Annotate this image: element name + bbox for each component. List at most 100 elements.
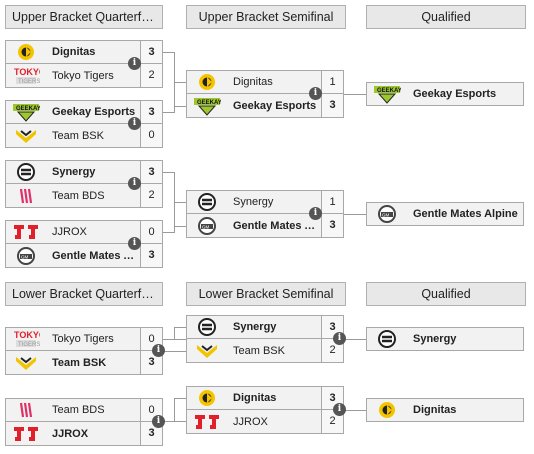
- team-name: Team BSK: [52, 129, 104, 142]
- team-row[interactable]: Team BDS 0: [5, 398, 163, 422]
- team-name: Gentle Mates Alpine: [233, 219, 321, 232]
- team-score: 3: [321, 214, 343, 237]
- team-row[interactable]: Tokyo Tigers 0: [5, 327, 163, 351]
- team-name: JJROX: [233, 415, 268, 428]
- header-lower-semifinal: Lower Bracket Semifinal: [186, 282, 346, 306]
- geekay-logo-icon: [12, 102, 40, 122]
- team-score: 3: [140, 244, 162, 267]
- team-row[interactable]: Synergy 1: [186, 190, 344, 214]
- match-info-icon[interactable]: i: [128, 117, 141, 130]
- team-name: Synergy: [52, 166, 96, 178]
- match-ubq1: Dignitas 3 Tokyo Tigers 2 i: [5, 40, 163, 88]
- team-bds-logo-icon: [12, 186, 40, 206]
- team-name: Geekay Esports: [52, 106, 136, 118]
- header-lower-quarterfinals: Lower Bracket Quarterfinals: [5, 282, 163, 306]
- team-name: Dignitas: [413, 404, 457, 416]
- qualified-slot[interactable]: Geekay Esports: [366, 82, 524, 106]
- team-name: Dignitas: [52, 46, 96, 58]
- match-info-icon[interactable]: i: [309, 87, 322, 100]
- team-name: Geekay Esports: [233, 99, 317, 112]
- gentle-mates-logo-icon: [373, 204, 401, 224]
- team-row[interactable]: Dignitas 3: [186, 386, 344, 410]
- team-score: 0: [140, 124, 162, 147]
- team-name: Tokyo Tigers: [52, 333, 114, 345]
- match-lbq2: Team BDS 0 JJROX 3 i: [5, 398, 165, 446]
- team-name: Synergy: [233, 196, 274, 208]
- jjrox-logo-icon: [12, 222, 40, 242]
- dignitas-logo-icon: [193, 72, 221, 92]
- team-name: JJROX: [52, 226, 87, 238]
- match-info-icon[interactable]: i: [333, 403, 346, 416]
- team-score: 1: [321, 191, 343, 213]
- header-upper-quarterfinals: Upper Bracket Quarterfinals: [5, 5, 163, 29]
- team-name: Dignitas: [233, 76, 273, 88]
- team-row[interactable]: Geekay Esports 3: [5, 100, 163, 124]
- team-bsk-logo-icon: [193, 341, 221, 361]
- team-name: Synergy: [413, 333, 457, 345]
- match-lbs2: Dignitas 3 JJROX 2 i: [186, 386, 346, 434]
- team-row[interactable]: JJROX 0: [5, 220, 163, 244]
- team-name: Synergy: [233, 321, 277, 333]
- match-lbs1: Synergy 3 Team BSK 2 i: [186, 315, 346, 363]
- team-name: Dignitas: [233, 392, 277, 404]
- match-info-icon[interactable]: i: [152, 344, 165, 357]
- jjrox-logo-icon: [12, 424, 40, 444]
- match-info-icon[interactable]: i: [128, 177, 141, 190]
- header-qualified-lower: Qualified: [366, 282, 526, 306]
- team-score: 3: [321, 94, 343, 117]
- header-upper-semifinal: Upper Bracket Semifinal: [186, 5, 346, 29]
- team-name: JJROX: [52, 427, 89, 440]
- team-row[interactable]: Team BSK 3: [5, 351, 163, 375]
- team-row[interactable]: Geekay Esports 3: [186, 94, 344, 118]
- team-name: Team BSK: [233, 344, 285, 357]
- header-qualified-upper: Qualified: [366, 5, 526, 29]
- match-info-icon[interactable]: i: [152, 415, 165, 428]
- jjrox-logo-icon: [193, 412, 221, 432]
- match-ubq2: Geekay Esports 3 Team BSK 0 i: [5, 100, 163, 148]
- team-bds-logo-icon: [12, 400, 40, 420]
- match-ubq3: Synergy 3 Team BDS 2 i: [5, 160, 163, 208]
- tokyo-tigers-logo-icon: [12, 329, 40, 349]
- match-ubs1: Dignitas 1 Geekay Esports 3 i: [186, 70, 344, 118]
- team-name: Team BSK: [52, 356, 107, 369]
- tokyo-tigers-logo-icon: [12, 66, 40, 86]
- team-row[interactable]: Team BSK 2: [186, 339, 344, 363]
- team-score: 3: [140, 161, 162, 183]
- match-ubq4: JJROX 0 Gentle Mates Alpine 3 i: [5, 220, 163, 268]
- team-row[interactable]: JJROX 3: [5, 422, 163, 446]
- synergy-logo-icon: [193, 317, 221, 337]
- team-name: Gentle Mates Alpine: [52, 249, 140, 262]
- synergy-logo-icon: [12, 162, 40, 182]
- team-name: Team BDS: [52, 404, 105, 416]
- team-name: Geekay Esports: [413, 88, 497, 100]
- team-name: Team BDS: [52, 189, 105, 202]
- match-lbq1: Tokyo Tigers 0 Team BSK 3 i: [5, 327, 165, 375]
- qualified-slot[interactable]: Synergy: [366, 327, 524, 351]
- dignitas-logo-icon: [12, 42, 40, 62]
- qualified-slot[interactable]: Gentle Mates Alpine: [366, 202, 524, 226]
- team-row[interactable]: JJROX 2: [186, 410, 344, 434]
- team-row[interactable]: Synergy 3: [186, 315, 344, 339]
- match-info-icon[interactable]: i: [128, 57, 141, 70]
- team-name: Tokyo Tigers: [52, 69, 114, 82]
- team-score: 3: [140, 41, 162, 63]
- team-name: Gentle Mates Alpine: [413, 208, 518, 220]
- synergy-logo-icon: [373, 329, 401, 349]
- geekay-logo-icon: [373, 84, 401, 104]
- geekay-logo-icon: [193, 96, 221, 116]
- match-info-icon[interactable]: i: [333, 332, 346, 345]
- team-score: 1: [321, 71, 343, 93]
- dignitas-logo-icon: [373, 400, 401, 420]
- team-score: 3: [140, 101, 162, 123]
- team-score: 2: [140, 184, 162, 207]
- team-score: 0: [140, 221, 162, 243]
- match-info-icon[interactable]: i: [128, 237, 141, 250]
- team-score: 2: [140, 64, 162, 87]
- team-bsk-logo-icon: [12, 126, 40, 146]
- team-row[interactable]: Dignitas 3: [5, 40, 163, 64]
- match-ubs2: Synergy 1 Gentle Mates Alpine 3 i: [186, 190, 344, 238]
- synergy-logo-icon: [193, 192, 221, 212]
- qualified-slot[interactable]: Dignitas: [366, 398, 524, 422]
- match-info-icon[interactable]: i: [309, 207, 322, 220]
- team-bsk-logo-icon: [12, 353, 40, 373]
